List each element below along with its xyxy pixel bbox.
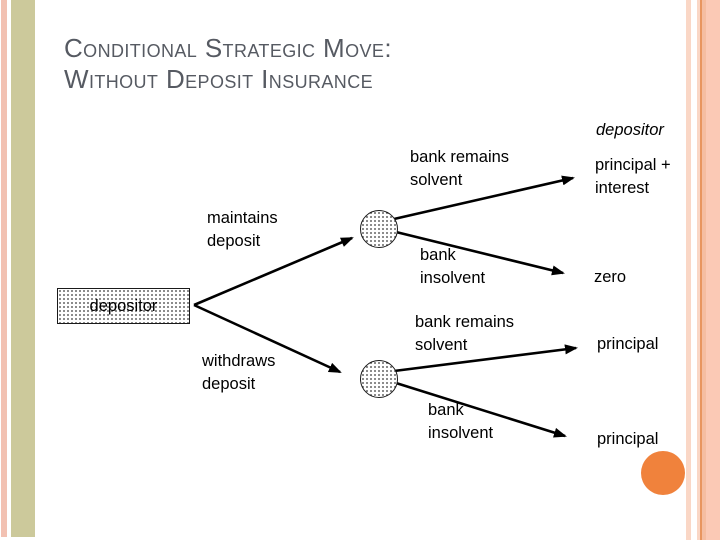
root-node-depositor: depositor — [57, 288, 190, 324]
edge-top-solvent — [393, 175, 575, 221]
right-stripe-2 — [697, 0, 700, 540]
label-bottom-bank-remains-solvent: bank remains solvent — [415, 313, 515, 354]
edge-bottom-insolvent — [395, 381, 567, 438]
label-maintains-deposit: maintains deposit — [207, 209, 278, 250]
root-node-label: depositor — [89, 296, 158, 315]
payoff-principal-interest: principal + interest — [595, 156, 671, 197]
left-khaki-stripe — [11, 0, 35, 537]
slide-title-line1: Conditional Strategic Move: — [64, 33, 392, 63]
right-stripe-3 — [700, 0, 702, 540]
edge-top-insolvent — [395, 230, 565, 276]
payoff-principal-1: principal — [597, 335, 659, 353]
label-top-bank-insolvent: bank insolvent — [420, 246, 486, 287]
left-pink-stripe — [1, 0, 7, 537]
right-stripe-4 — [702, 0, 706, 540]
label-top-bank-remains-solvent: bank remains solvent — [410, 148, 510, 189]
payoff-principal-2: principal — [597, 430, 659, 448]
chance-node-maintain — [360, 210, 398, 248]
accent-circle — [641, 451, 685, 495]
edge-bottom-solvent — [393, 344, 578, 373]
slide-title-line2: Without Deposit Insurance — [64, 64, 374, 94]
label-bottom-bank-insolvent: bank insolvent — [428, 401, 494, 442]
chance-node-withdraw — [360, 360, 398, 398]
slide-title: Conditional Strategic Move: Without Depo… — [64, 33, 624, 95]
edge-maintain-deposit — [193, 236, 354, 307]
label-withdraws-deposit: withdraws deposit — [202, 352, 276, 393]
payoff-column-header: depositor — [596, 121, 664, 139]
right-stripe-1 — [686, 0, 691, 540]
payoff-zero: zero — [594, 268, 627, 286]
edge-withdraw-deposit — [193, 303, 342, 374]
right-stripe-5 — [706, 0, 720, 540]
